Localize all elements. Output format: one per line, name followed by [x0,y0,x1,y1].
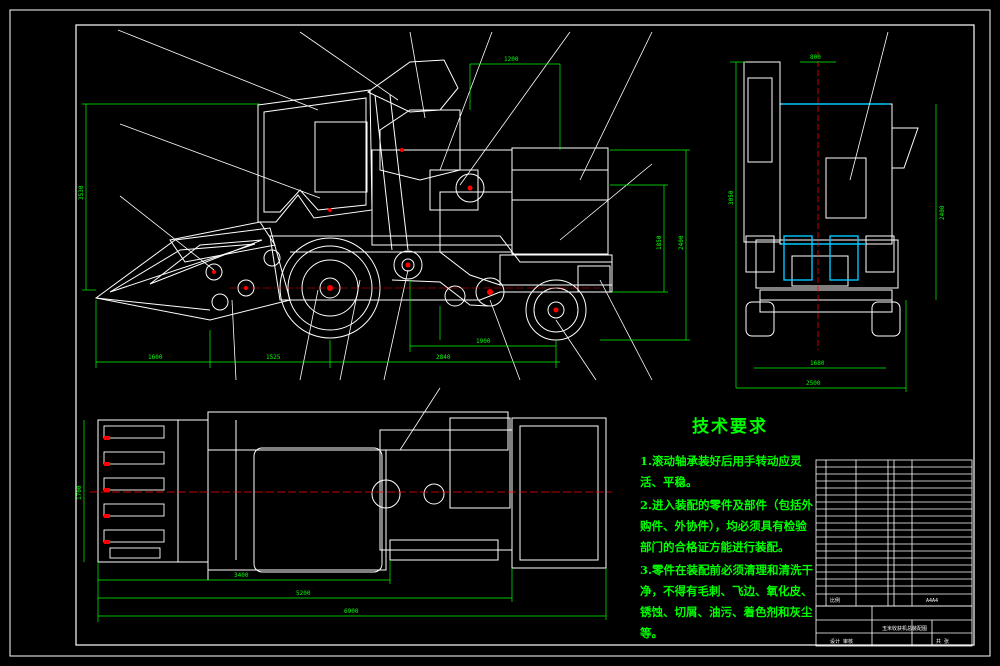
dim-side-l2: 1525 [266,354,281,361]
requirement-item-2: 2.进入装配的零件及部件（包括外购件、外协件），均必须具有检验部门的合格证方能进… [640,498,814,554]
drawing-title: 玉米收获机总装配图 [882,625,927,632]
school-label: 设计 审核 [830,638,853,645]
dim-front-width: 2500 [806,380,821,387]
dim-side-wheelbase: 1900 [476,338,491,345]
side-leaders [117,29,653,381]
dim-side-l3: 2840 [436,354,451,361]
plan-leaders [399,387,441,451]
plan-snouts [103,425,165,559]
front-leaders [849,31,889,181]
dim-front-h2: 2400 [939,205,946,220]
side-dim-labels: 3530 1600 1525 2840 1900 1200 2400 1850 [78,56,685,361]
requirement-item-1: 1.滚动轴承装好后用手转动应灵活、平稳。 [640,454,802,489]
dim-front-height: 3050 [728,190,735,205]
dim-side-h2: 2400 [678,235,685,250]
dim-front-track: 1680 [810,360,825,367]
dim-side-h3: 1850 [656,235,663,250]
front-dimensions [730,61,937,392]
plan-dim-labels: 1700 3400 5200 6900 [76,485,359,615]
plan-dimensions [83,420,607,622]
requirements-heading: 技术要求 [692,417,768,437]
dim-side-top: 1200 [504,56,519,63]
front-cyan-parts [782,103,890,281]
title-block [815,605,973,647]
dim-side-height: 3530 [78,185,85,200]
sheet-label: 共 张 [936,638,949,645]
front-view [743,61,919,337]
outer-border [9,9,991,657]
dim-side-l1: 1600 [148,354,163,361]
side-red-marks [212,148,559,313]
side-dimensions [82,63,690,368]
requirement-item-3: 3.零件在装配前必须清理和清洗干净，不得有毛刺、飞边、氧化皮、锈蚀、切屑、油污、… [640,563,814,640]
title-block-text: 比例 A4A4 玉米收获机总装配图 设计 审核 共 张 [830,597,949,645]
sheet-code: A4A4 [926,598,938,604]
dim-front-top: 800 [810,54,821,61]
inner-border [75,24,975,646]
plan-view [97,411,607,580]
plan-red-marks [104,436,110,544]
side-view [94,59,613,341]
scale-label: 比例 [830,597,840,604]
front-dim-labels: 2500 1680 3050 2400 800 [728,54,946,387]
dim-plan-width: 1700 [76,485,83,500]
dim-plan-l1: 3400 [234,572,249,579]
parts-list [815,459,973,607]
dim-plan-l2: 5200 [296,590,311,597]
dim-plan-total: 6900 [344,608,359,615]
technical-requirements: 技术要求 1.滚动轴承装好后用手转动应灵活、平稳。 2.进入装配的零件及部件（包… [640,412,818,646]
